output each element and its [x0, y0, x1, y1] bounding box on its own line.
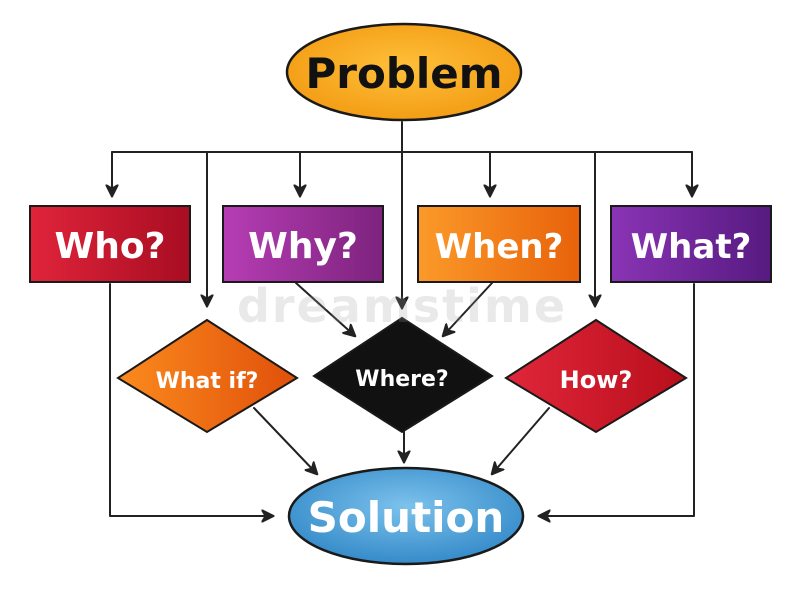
what-label: What?: [631, 227, 752, 267]
solution-label: Solution: [308, 493, 505, 542]
connector-who-to-solution: [109, 283, 273, 516]
connector-when-to-where: [443, 282, 493, 336]
connector-how-to-solution: [492, 407, 550, 474]
who-label: Who?: [55, 226, 166, 267]
connectors: [109, 121, 695, 516]
how-label: How?: [560, 366, 633, 394]
solution-node: Solution: [287, 466, 525, 566]
why-box: Why?: [222, 205, 384, 283]
what-if-label: What if?: [156, 369, 259, 394]
why-label: Why?: [248, 226, 358, 267]
where-diamond: Where?: [312, 316, 494, 434]
problem-node: Problem: [285, 22, 523, 122]
connector-what-if-to-solution: [253, 407, 317, 474]
when-box: When?: [417, 205, 581, 283]
problem-label: Problem: [305, 49, 502, 98]
where-label: Where?: [355, 367, 448, 392]
when-label: When?: [435, 227, 564, 267]
what-if-diamond: What if?: [116, 318, 299, 434]
what-box: What?: [610, 205, 772, 283]
connector-what-to-solution: [539, 283, 695, 516]
connector-why-to-where: [295, 282, 355, 336]
who-box: Who?: [29, 205, 191, 283]
how-diamond: How?: [504, 318, 688, 434]
watermark: dreamstime: [237, 279, 567, 333]
